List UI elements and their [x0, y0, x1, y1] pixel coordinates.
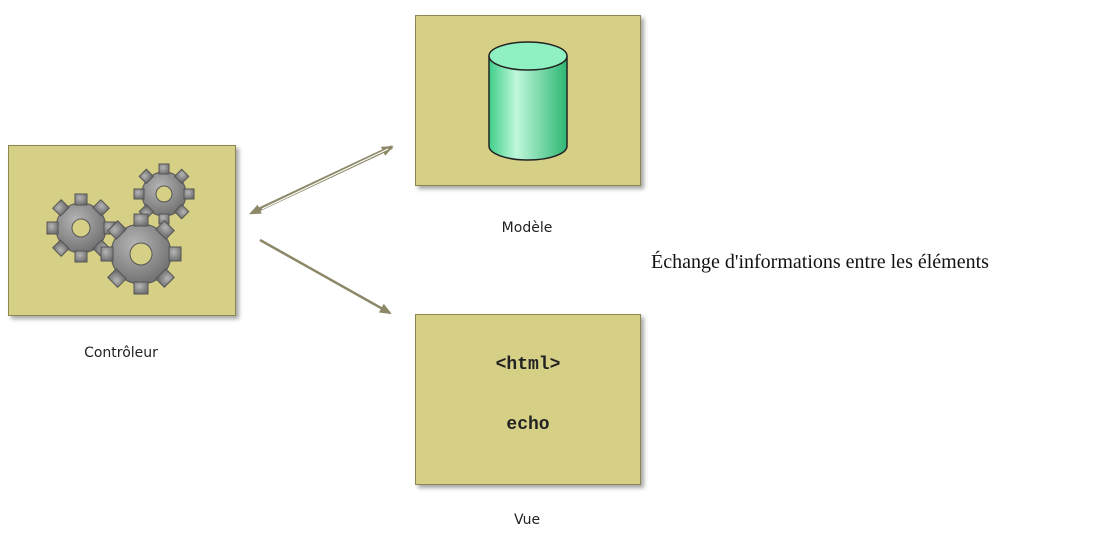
view-box: <html> echo: [415, 314, 641, 485]
view-code-html: <html>: [495, 355, 561, 375]
controller-box: [8, 145, 236, 316]
database-cylinder-icon: [488, 41, 568, 161]
gears-icon: [46, 163, 195, 295]
model-box: [415, 15, 641, 186]
model-label: Modèle: [501, 220, 553, 236]
controller-model-arrow: [248, 145, 394, 215]
diagram-caption: Échange d'informations entre les élément…: [651, 251, 989, 273]
view-label: Vue: [513, 512, 541, 528]
controller-label: Contrôleur: [84, 345, 158, 361]
controller-view-arrow: [259, 238, 392, 315]
view-code-echo: echo: [506, 415, 550, 435]
